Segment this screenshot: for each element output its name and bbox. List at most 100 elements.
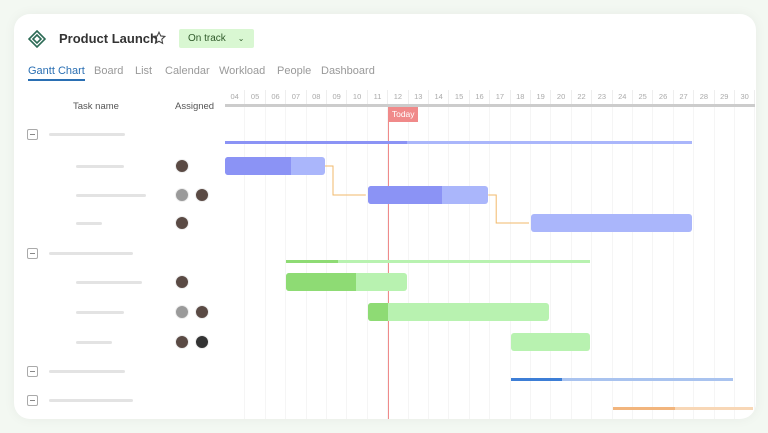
- task-bar[interactable]: [367, 186, 489, 204]
- collapse-toggle[interactable]: [27, 129, 38, 140]
- day-gridline: [734, 104, 735, 419]
- progress-fill: [225, 141, 408, 144]
- avatar[interactable]: [175, 159, 189, 173]
- group-name: [49, 370, 125, 373]
- tab-list[interactable]: List: [135, 65, 153, 77]
- day-header: 12: [388, 90, 409, 104]
- day-header: 20: [551, 90, 572, 104]
- progress-fill: [286, 260, 338, 263]
- task-name-header: Task name: [73, 101, 119, 112]
- group-name: [49, 399, 133, 402]
- dependency-arrow: [325, 165, 366, 196]
- day-gridline: [591, 104, 593, 419]
- day-header: 28: [694, 90, 715, 104]
- day-header: 15: [449, 90, 470, 104]
- group-name: [49, 252, 133, 255]
- day-header: 19: [531, 90, 552, 104]
- project-card: Product Launch On track ⌄ Task name Assig…: [14, 14, 756, 419]
- progress-fill: [225, 157, 291, 175]
- avatar[interactable]: [195, 188, 209, 202]
- task-bar[interactable]: [286, 273, 407, 291]
- progress-fill: [367, 303, 388, 321]
- day-gridline: [713, 104, 715, 419]
- project-logo-icon: [28, 30, 46, 48]
- today-line: [388, 107, 390, 419]
- day-gridline: [244, 104, 246, 419]
- group-summary-bar[interactable]: [286, 260, 591, 263]
- star-icon[interactable]: [152, 31, 166, 45]
- day-header: 18: [511, 90, 531, 104]
- day-gridline: [672, 104, 674, 419]
- day-header: 25: [633, 90, 654, 104]
- day-gridline: [693, 104, 695, 419]
- task-name: [76, 311, 124, 314]
- day-header: 30: [735, 90, 756, 104]
- group-summary-bar[interactable]: [225, 141, 693, 144]
- day-header: 27: [674, 90, 695, 104]
- tab-calendar[interactable]: Calendar: [165, 65, 210, 77]
- day-header: 06: [266, 90, 287, 104]
- day-gridline: [754, 104, 756, 419]
- day-header: 14: [429, 90, 450, 104]
- day-header: 26: [653, 90, 674, 104]
- task-bar[interactable]: [225, 157, 325, 175]
- group-summary-bar[interactable]: [510, 378, 733, 381]
- chevron-down-icon: ⌄: [237, 34, 245, 43]
- task-name: [76, 194, 146, 197]
- day-header: 09: [327, 90, 348, 104]
- task-name: [76, 222, 102, 225]
- day-gridline: [611, 104, 613, 419]
- status-dropdown[interactable]: On track ⌄: [179, 29, 254, 48]
- day-gridline: [632, 104, 633, 419]
- day-header: 24: [613, 90, 633, 104]
- progress-fill: [286, 273, 356, 291]
- day-header: 17: [490, 90, 511, 104]
- group-summary-bar[interactable]: [612, 407, 754, 410]
- avatar[interactable]: [195, 305, 209, 319]
- avatar[interactable]: [175, 188, 189, 202]
- avatar[interactable]: [195, 335, 209, 349]
- day-header: 08: [307, 90, 327, 104]
- day-header: 22: [572, 90, 593, 104]
- day-header: 16: [470, 90, 491, 104]
- tab-workload[interactable]: Workload: [219, 65, 266, 77]
- task-bar[interactable]: [531, 214, 693, 232]
- day-header: 29: [715, 90, 735, 104]
- day-gridline: [652, 104, 654, 419]
- collapse-toggle[interactable]: [27, 366, 38, 377]
- today-marker: Today: [388, 107, 419, 122]
- progress-fill: [612, 407, 675, 410]
- day-header: 11: [368, 90, 389, 104]
- avatar[interactable]: [175, 305, 189, 319]
- avatar[interactable]: [175, 275, 189, 289]
- task-bar[interactable]: [367, 303, 550, 321]
- progress-fill: [367, 186, 443, 204]
- timeline-scrollbar[interactable]: [225, 104, 756, 107]
- tab-people[interactable]: People: [277, 65, 312, 77]
- tab-dashboard[interactable]: Dashboard: [321, 65, 375, 77]
- task-name: [76, 281, 142, 284]
- group-name: [49, 133, 125, 136]
- day-header: 13: [409, 90, 429, 104]
- assigned-header: Assigned: [175, 101, 215, 112]
- avatar[interactable]: [175, 335, 189, 349]
- day-gridline: [285, 104, 287, 419]
- day-header: 23: [592, 90, 613, 104]
- collapse-toggle[interactable]: [27, 395, 38, 406]
- task-name: [76, 341, 112, 344]
- day-header: 10: [347, 90, 368, 104]
- task-name: [76, 165, 124, 168]
- day-gridline: [264, 104, 266, 419]
- day-header: 05: [245, 90, 266, 104]
- day-header: 07: [286, 90, 307, 104]
- collapse-toggle[interactable]: [27, 248, 38, 259]
- day-header: 04: [225, 90, 246, 104]
- avatar[interactable]: [175, 216, 189, 230]
- status-label: On track: [188, 33, 226, 44]
- tab-gantt-chart[interactable]: Gantt Chart: [28, 65, 85, 81]
- dependency-arrow: [488, 194, 529, 224]
- progress-fill: [510, 378, 562, 381]
- project-title: Product Launch: [59, 31, 158, 46]
- task-bar[interactable]: [510, 333, 591, 351]
- tab-board[interactable]: Board: [94, 65, 124, 77]
